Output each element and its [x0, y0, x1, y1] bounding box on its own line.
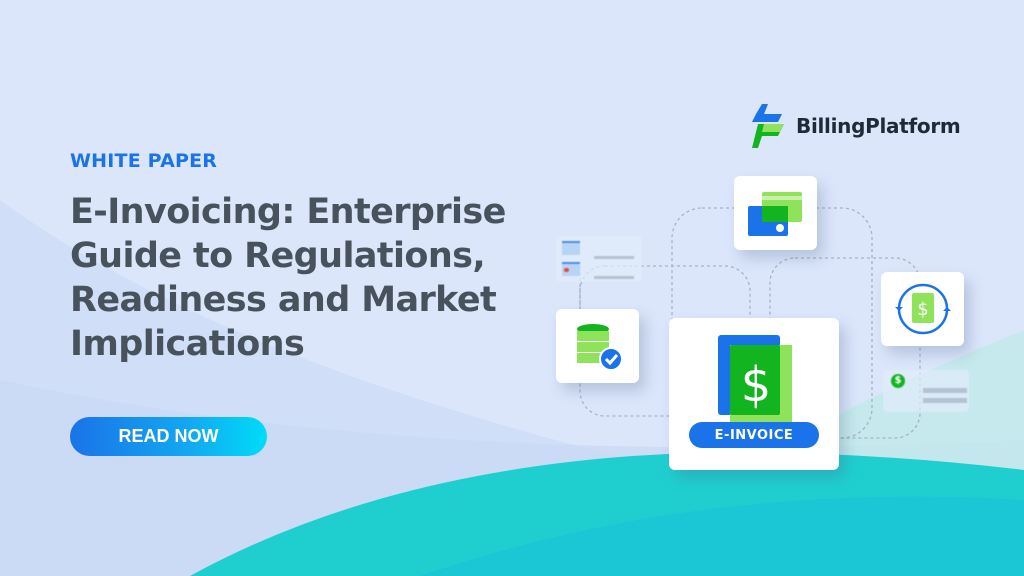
e-invoice-icon: $: [718, 335, 792, 427]
dollar-coin-icon: $: [891, 374, 905, 388]
brand-name: BillingPlatform: [796, 114, 961, 138]
credit-card-card: [734, 176, 817, 250]
payment-list-ghost: $: [883, 370, 969, 412]
database-check-icon: [576, 324, 623, 371]
billingplatform-logo-icon: [752, 104, 784, 148]
card-list-ghost: [556, 236, 642, 282]
svg-text:$: $: [917, 299, 928, 320]
read-now-button[interactable]: READ NOW: [70, 417, 267, 456]
title-line: Implications: [70, 324, 305, 364]
eyebrow-label: WHITE PAPER: [70, 150, 218, 172]
svg-text:$: $: [741, 357, 772, 413]
page-title: E-Invoicing: Enterprise Guide to Regulat…: [70, 190, 550, 366]
brand-logo[interactable]: BillingPlatform: [748, 102, 961, 150]
database-check-card: [556, 309, 639, 383]
recurring-dollar-icon: $: [894, 283, 951, 335]
recurring-payment-card: $: [881, 272, 964, 346]
title-line: Guide to Regulations,: [70, 236, 486, 276]
title-line: E-Invoicing: Enterprise: [70, 192, 506, 232]
title-line: Readiness and Market: [70, 280, 497, 320]
e-invoice-card: $ E-INVOICE: [669, 318, 839, 470]
credit-card-icon: [747, 192, 802, 236]
e-invoice-badge: E-INVOICE: [689, 422, 819, 448]
